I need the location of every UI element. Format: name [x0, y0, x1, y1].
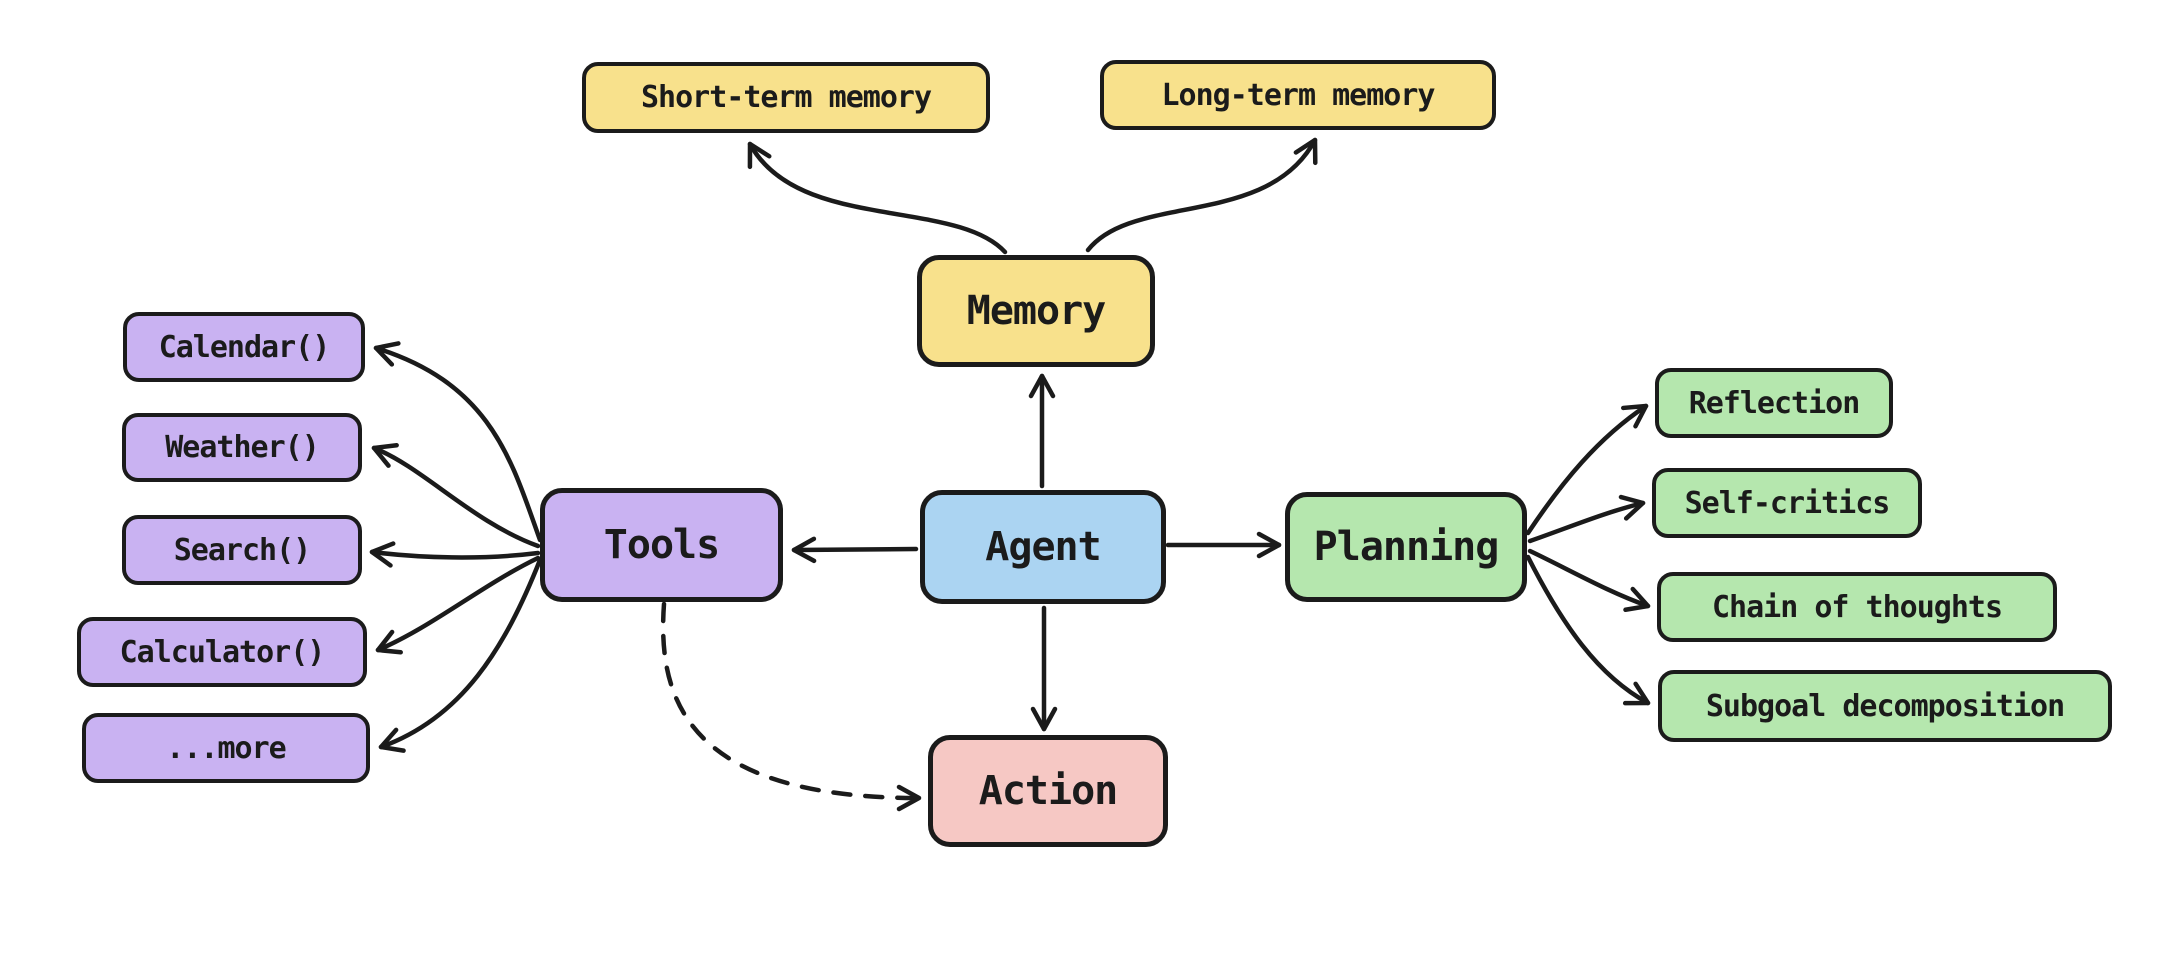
node-subgoal-decomposition: Subgoal decomposition [1658, 670, 2112, 742]
node-calendar: Calendar() [123, 312, 365, 382]
node-planning: Planning [1285, 492, 1527, 602]
node-memory: Memory [917, 255, 1155, 367]
node-short-term-memory-label: Short-term memory [640, 80, 932, 115]
node-long-term-memory-label: Long-term memory [1161, 77, 1436, 113]
node-self-critics-label: Self-critics [1684, 485, 1891, 521]
node-more-label: ...more [166, 730, 286, 766]
edge-tools-calculator [375, 555, 541, 655]
edge-planning-reflection [1525, 403, 1649, 536]
node-reflection-label: Reflection [1688, 385, 1861, 421]
node-reflection: Reflection [1655, 368, 1893, 438]
edge-tools-calendar [373, 341, 543, 543]
node-subgoal-decomposition-label: Subgoal decomposition [1705, 688, 2065, 724]
node-tools: Tools [540, 488, 783, 602]
node-action-label: Action [978, 768, 1118, 814]
node-planning-label: Planning [1313, 524, 1500, 570]
node-search-label: Search() [173, 532, 311, 568]
node-long-term-memory: Long-term memory [1100, 60, 1496, 130]
node-weather-label: Weather() [165, 430, 320, 465]
edge-planning-self-critics [1527, 494, 1646, 544]
edge-planning-subgoal [1525, 554, 1651, 706]
edge-planning-chain [1527, 548, 1651, 613]
node-agent: Agent [920, 490, 1166, 604]
edge-tools-search [369, 541, 541, 568]
node-search: Search() [122, 515, 362, 585]
node-memory-label: Memory [966, 288, 1106, 334]
node-self-critics: Self-critics [1652, 468, 1922, 538]
node-action: Action [928, 735, 1168, 847]
edge-tools-weather [371, 442, 541, 549]
edge-tools-more [378, 557, 543, 753]
node-tools-label: Tools [603, 522, 720, 568]
node-more: ...more [82, 713, 370, 783]
node-calendar-label: Calendar() [158, 329, 331, 365]
node-chain-of-thoughts-label: Chain of thoughts [1711, 589, 2003, 625]
node-weather: Weather() [122, 413, 362, 482]
node-short-term-memory: Short-term memory [582, 62, 990, 133]
node-chain-of-thoughts: Chain of thoughts [1657, 572, 2057, 642]
edge-agent-tools [791, 536, 919, 564]
edge-memory-long-term [1085, 137, 1318, 253]
node-agent-label: Agent [985, 524, 1101, 570]
edge-tools-action [660, 601, 922, 812]
node-calculator: Calculator() [77, 617, 367, 687]
edge-memory-short-term [747, 141, 1008, 255]
node-calculator-label: Calculator() [119, 634, 326, 670]
